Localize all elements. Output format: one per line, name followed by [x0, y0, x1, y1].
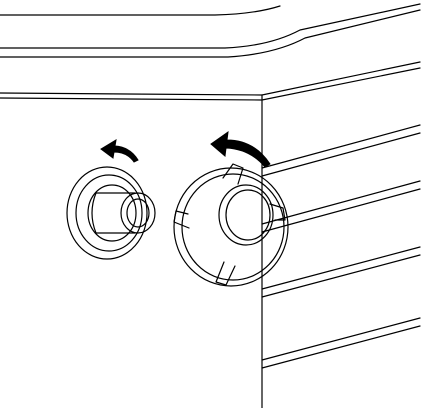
- housing-body: [0, 61, 421, 408]
- left-rotation-arrow-icon: [100, 139, 139, 163]
- right-rotation-arrow-icon: [210, 130, 271, 168]
- left-knob: [66, 166, 156, 260]
- side-panel-grooves: [261, 124, 421, 369]
- rotation-arrows: [100, 130, 271, 168]
- housing-top-edges: [0, 3, 421, 58]
- right-knob: [173, 163, 289, 287]
